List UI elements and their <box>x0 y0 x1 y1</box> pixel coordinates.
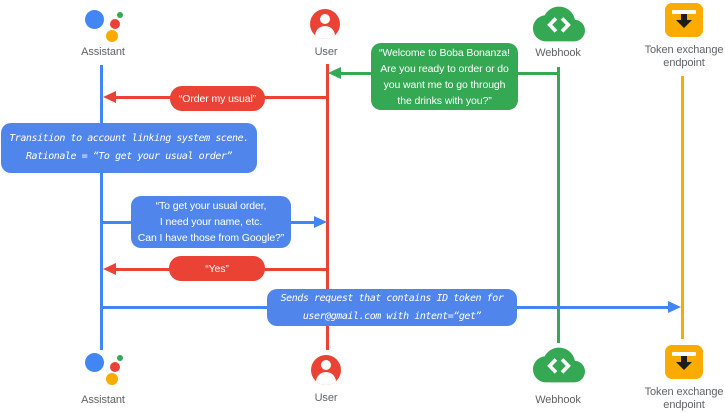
webhook-lifeline <box>557 67 560 343</box>
order-usual-message-box: “Order my usual” <box>170 86 265 111</box>
assistant-green-dot <box>117 12 123 18</box>
welcome-line-1: “Welcome to Boba Bonanza! <box>379 46 510 59</box>
token-download-arrowhead-icon <box>676 362 692 370</box>
assistant-to-user-arrowhead-icon <box>314 216 327 228</box>
assistant-icon <box>80 5 126 45</box>
assistant-blue-circle <box>85 10 104 29</box>
token-download-arrow-icon <box>681 355 687 363</box>
ask-account-message-box: “To get your usual order, I need your na… <box>131 196 291 248</box>
assistant-label-bottom: Assistant <box>81 394 125 406</box>
token-download-arrowhead-icon <box>676 20 692 28</box>
order-usual-text: “Order my usual” <box>178 92 257 105</box>
webhook-cloud-icon-bottom <box>533 347 585 383</box>
transition-note-box: Transition to account linking system sce… <box>1 123 257 173</box>
token-endpoint-icon <box>665 3 703 37</box>
user-head-shape <box>321 360 331 370</box>
yes-message-box: “Yes” <box>169 256 265 281</box>
user-icon-bottom <box>311 355 341 385</box>
token-endpoint-label-line-2: endpoint <box>663 56 705 69</box>
sends-request-message-box: Sends request that contains ID token for… <box>267 289 517 326</box>
sends-request-line-1: Sends request that contains ID token for <box>280 292 504 304</box>
assistant-red-circle <box>109 18 120 29</box>
token-slot-shape <box>672 351 696 356</box>
webhook-label-top: Webhook <box>535 47 581 59</box>
assistant-yellow-circle <box>106 373 118 385</box>
user-label-top: User <box>314 46 338 58</box>
user-to-assistant-arrowhead-icon-1 <box>103 91 116 103</box>
token-endpoint-icon-bottom <box>665 345 703 379</box>
token-slot-shape <box>672 9 696 14</box>
sends-request-line-2: user@gmail.com with intent=“get” <box>302 310 482 322</box>
user-body-shape <box>316 372 336 385</box>
user-body-shape <box>315 26 335 39</box>
token-endpoint-label-line-1: Token exchange <box>644 44 724 56</box>
yes-text: “Yes” <box>205 262 229 275</box>
user-lifeline <box>326 64 329 350</box>
token-endpoint-label-bottom: Token exchange endpoint <box>634 386 725 411</box>
user-to-assistant-arrowhead-icon-2 <box>103 263 116 275</box>
transition-note-line-2: Rationale = “To get your usual order” <box>25 151 233 162</box>
assistant-icon-bottom <box>80 348 126 388</box>
user-label-bottom: User <box>314 392 338 404</box>
assistant-yellow-circle <box>106 30 118 42</box>
assistant-label-top: Assistant <box>81 46 125 58</box>
webhook-to-user-arrowhead-icon <box>328 67 341 79</box>
welcome-line-3: you want me to go through <box>383 78 506 91</box>
webhook-label-bottom: Webhook <box>535 394 581 406</box>
token-endpoint-label-line-1: Token exchange <box>644 386 724 398</box>
assistant-blue-circle <box>85 353 104 372</box>
ask-account-line-1: “To get your usual order, <box>155 200 267 212</box>
webhook-cloud-icon <box>533 6 585 42</box>
welcome-message-box: “Welcome to Boba Bonanza! Are you ready … <box>371 43 518 110</box>
assistant-green-dot <box>117 355 123 361</box>
transition-note-line-1: Transition to account linking system sce… <box>9 133 249 144</box>
welcome-line-2: Are you ready to order or do <box>380 62 509 75</box>
token-endpoint-lifeline <box>681 76 684 339</box>
token-download-arrow-icon <box>681 13 687 21</box>
assistant-red-circle <box>109 361 120 372</box>
user-head-shape <box>320 14 330 24</box>
token-endpoint-label-line-2: endpoint <box>663 398 705 411</box>
ask-account-line-3: Can I have those from Google?” <box>137 232 285 244</box>
token-endpoint-label-top: Token exchange endpoint <box>634 44 725 69</box>
welcome-line-4: the drinks with you?” <box>397 94 492 107</box>
ask-account-line-2: I need your name, etc. <box>159 216 263 228</box>
assistant-lifeline <box>100 65 103 350</box>
user-icon <box>310 9 340 39</box>
assistant-to-token-arrowhead-icon <box>668 301 681 313</box>
